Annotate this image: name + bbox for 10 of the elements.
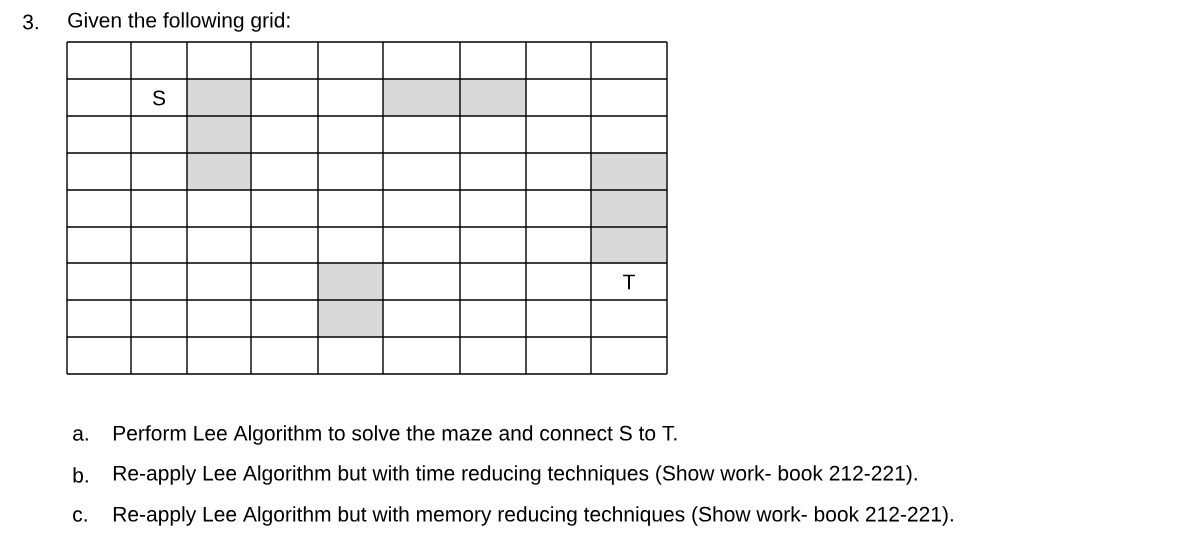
cell-letter: T — [623, 274, 635, 290]
list-marker: c. — [73, 510, 87, 522]
task-text: Perform Lee Algorithm to solve the maze and connect S to T. — [113, 425, 677, 445]
cell-letter: S — [152, 90, 166, 106]
list-marker: b. — [73, 467, 88, 483]
task-text: Re-apply Lee Algorithm but with time reducing techniques (Show work- book 212-221). — [113, 465, 917, 485]
list-marker: a. — [73, 429, 88, 441]
question-number: 3. — [23, 14, 38, 30]
question-text: Given the following grid: — [68, 12, 290, 32]
task-text: Re-apply Lee Algorithm but with memory reducing techniques (Show work- book 212-221). — [113, 506, 953, 526]
